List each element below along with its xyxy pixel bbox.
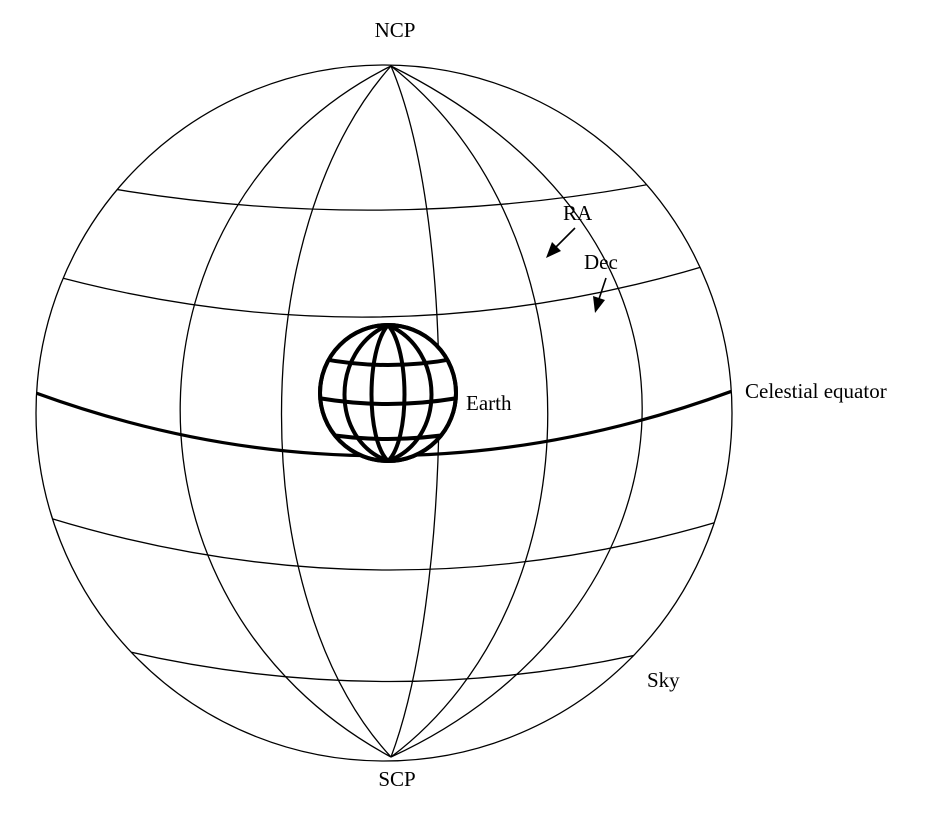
label-dec: Dec <box>584 250 618 274</box>
ra-meridian-5 <box>390 65 643 758</box>
sky-outline <box>35 64 733 762</box>
dec-circle-4 <box>39 514 732 571</box>
earth-meridian-1 <box>342 325 389 461</box>
ra-meridian-1 <box>179 65 392 758</box>
earth-globe <box>318 323 458 463</box>
earth-parallel-1 <box>320 356 456 367</box>
label-scp: SCP <box>378 767 415 791</box>
dec-circle-1 <box>39 164 732 211</box>
ra-arrow <box>546 227 576 258</box>
label-celestial-equator: Celestial equator <box>745 379 887 403</box>
earth-meridian-3 <box>386 325 407 461</box>
earth-meridian-4 <box>387 325 434 461</box>
ra-meridian-4 <box>390 65 549 758</box>
earth-rim <box>318 323 458 463</box>
earth-meridian-2 <box>369 325 390 461</box>
earth-parallel-2 <box>320 396 456 406</box>
label-sky: Sky <box>647 668 680 692</box>
label-ncp: NCP <box>375 18 416 42</box>
dec-circle-2 <box>39 254 732 318</box>
dec-arrow <box>593 277 607 313</box>
label-ra: RA <box>563 201 593 225</box>
ra-meridian-2 <box>280 65 392 758</box>
label-earth: Earth <box>466 391 512 415</box>
